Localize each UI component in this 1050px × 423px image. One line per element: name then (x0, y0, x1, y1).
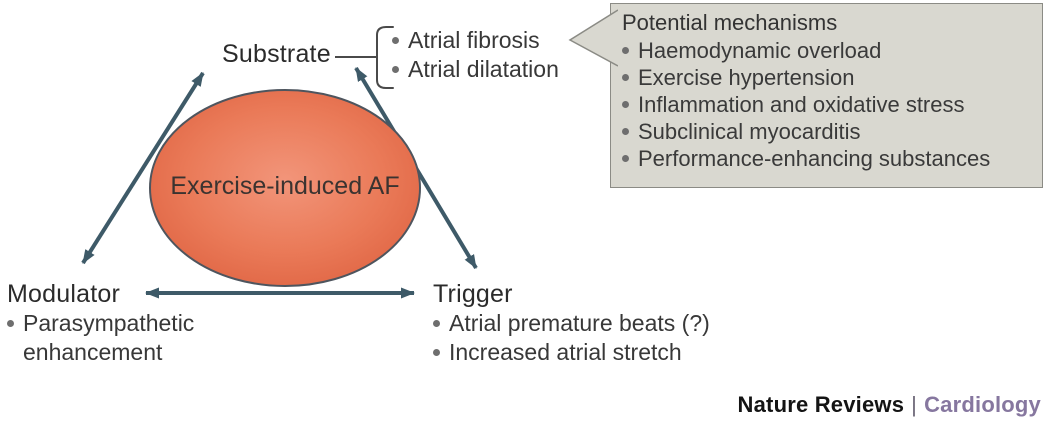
trigger-label: Trigger (433, 280, 513, 308)
mechanism-item-label: Exercise hypertension (638, 65, 855, 90)
modulator-item-parasympathetic: Parasympathetic enhancement (7, 309, 222, 367)
substrate-modulator-double-arrow (81, 71, 205, 265)
bullet-icon (7, 320, 14, 327)
substrate-item-label: Atrial fibrosis (408, 27, 540, 53)
bullet-icon (622, 101, 629, 108)
mechanism-item: Exercise hypertension (622, 64, 1032, 91)
bullet-icon (433, 349, 440, 356)
brand-separator: | (911, 392, 918, 417)
modulator-label: Modulator (7, 280, 120, 308)
substrate-label: Substrate (222, 40, 331, 68)
trigger-item-premature-beats: Atrial premature beats (?) (433, 309, 710, 338)
bullet-icon (622, 128, 629, 135)
mechanism-item: Haemodynamic overload (622, 37, 1032, 64)
bullet-icon (622, 47, 629, 54)
trigger-bullet-list: Atrial premature beats (?) Increased atr… (433, 309, 710, 367)
trigger-item-label: Increased atrial stretch (449, 339, 682, 365)
potential-mechanisms-box: Potential mechanisms Haemodynamic overlo… (610, 3, 1043, 188)
mechanism-item-label: Inflammation and oxidative stress (638, 92, 965, 117)
trigger-item-label: Atrial premature beats (?) (449, 310, 710, 336)
journal-name: Cardiology (924, 392, 1041, 417)
callout-pointer-icon (568, 9, 618, 67)
mechanism-item-label: Performance-enhancing substances (638, 146, 991, 171)
modulator-bullet-list: Parasympathetic enhancement (7, 309, 222, 367)
substrate-items-bracket (376, 26, 394, 89)
mechanisms-title: Potential mechanisms (622, 10, 838, 35)
publisher-name: Nature Reviews (737, 392, 905, 417)
mechanism-item-label: Haemodynamic overload (638, 38, 882, 63)
bullet-icon (392, 66, 399, 73)
mechanism-item: Performance-enhancing substances (622, 145, 1032, 172)
center-ellipse-label: Exercise-induced AF (170, 172, 400, 200)
substrate-item-atrial-fibrosis: Atrial fibrosis (392, 26, 559, 55)
substrate-item-label: Atrial dilatation (408, 56, 559, 82)
trigger-item-atrial-stretch: Increased atrial stretch (433, 338, 710, 367)
modulator-item-label: Parasympathetic enhancement (23, 310, 195, 365)
journal-branding: Nature Reviews|Cardiology (738, 392, 1041, 418)
mechanism-item: Subclinical myocarditis (622, 118, 1032, 145)
substrate-bullet-list: Atrial fibrosis Atrial dilatation (392, 26, 559, 84)
mechanisms-bullet-list: Haemodynamic overload Exercise hypertens… (622, 37, 1032, 172)
mechanism-item-label: Subclinical myocarditis (638, 119, 861, 144)
bullet-icon (433, 320, 440, 327)
bullet-icon (622, 74, 629, 81)
exercise-af-ellipse (149, 89, 421, 287)
mechanism-item: Inflammation and oxidative stress (622, 91, 1032, 118)
bullet-icon (392, 37, 399, 44)
bullet-icon (622, 155, 629, 162)
substrate-item-atrial-dilatation: Atrial dilatation (392, 55, 559, 84)
